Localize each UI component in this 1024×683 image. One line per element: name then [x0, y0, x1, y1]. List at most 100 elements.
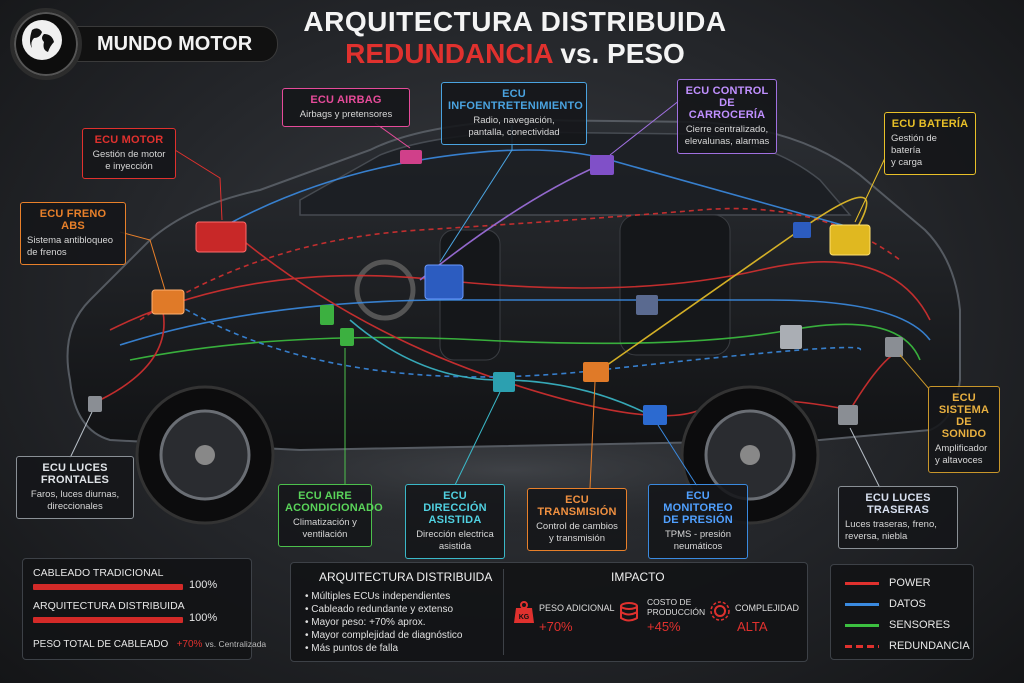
coins-icon	[620, 602, 638, 622]
front-wheel	[135, 385, 275, 525]
steering-wheel	[354, 259, 416, 321]
distributed-list: • Múltiples ECUs independientes • Cablea…	[305, 590, 462, 655]
ecu-bateria-desc-2: y carga	[891, 157, 923, 168]
ecu-info-desc-1: Radio, navegación,	[473, 115, 555, 126]
ecu-aire-module	[320, 305, 334, 325]
list-item-text: Más puntos de falla	[311, 643, 398, 654]
ecu-traseras-desc-2: reversa, niebla	[845, 531, 908, 542]
ecu-frontales-module	[88, 396, 102, 412]
complejidad-label: COMPLEJIDAD	[735, 603, 800, 613]
ecu-airbag-title: ECU AIRBAG	[310, 94, 382, 106]
ecu-aire-title-2: ACONDICIONADO	[285, 502, 383, 514]
list-item: • Mayor peso: +70% aprox.	[305, 617, 426, 628]
ecu-motor-module	[195, 221, 247, 253]
ecu-direccion-module	[493, 372, 515, 392]
peso-value: +70%	[539, 619, 573, 634]
list-item: • Múltiples ECUs independientes	[305, 591, 451, 602]
ecu-carroceria-module	[590, 155, 614, 175]
ecu-aire-title-1: ECU AIRE	[298, 490, 352, 502]
ecu-traseras-title: ECU LUCES TRASERAS	[865, 492, 931, 516]
list-item: • Más puntos de falla	[305, 643, 398, 654]
ecu-transmision-desc-2: y transmisión	[549, 533, 605, 544]
kg-text: KG	[519, 614, 530, 621]
ecu-info-desc: Radio, navegación,pantalla, conectividad	[448, 115, 580, 139]
ecu-transmision-title: ECU TRANSMISIÓN	[537, 494, 617, 518]
weight-icon: KG	[514, 601, 534, 623]
legend-label-redundancia: REDUNDANCIA	[889, 640, 970, 652]
list-item-text: Cableado redundante y extenso	[311, 604, 454, 615]
ecu-abs-title: ECU FRENO ABS	[39, 208, 107, 232]
ecu-motor-desc-2: e inyección	[105, 161, 153, 172]
legend-label-datos: DATOS	[889, 598, 926, 610]
weight-suffix: vs. Centralizada	[205, 639, 267, 649]
traditional-pct: 100%	[189, 579, 218, 591]
ecu-direccion-title-2: ASISTIDA	[428, 514, 482, 526]
ecu-presion-title-1: ECU MONITOREO	[663, 490, 733, 514]
ecu-traseras-label: ECU LUCES TRASERAS Luces traseras, freno…	[838, 486, 958, 549]
ecu-direccion-desc-2: asistida	[438, 541, 472, 552]
ecu-aire-desc-2: ventilación	[302, 529, 348, 540]
distributed-title: ARQUITECTURA DISTRIBUIDA	[319, 570, 493, 584]
ecu-blue-module	[793, 222, 811, 238]
ecu-sonido-module	[885, 337, 903, 357]
comparison-panel: CABLEADO TRADICIONAL 100% ARQUITECTURA D…	[22, 558, 266, 660]
rear-seat	[619, 214, 731, 356]
list-item: • Cableado redundante y extenso	[305, 604, 454, 615]
ecu-frontales-label: ECU LUCES FRONTALES Faros, luces diurnas…	[16, 456, 134, 519]
ecu-sonido-title-1: ECU SISTEMA	[938, 392, 990, 416]
ecu-frontales-desc-1: Faros, luces diurnas,	[30, 489, 120, 500]
subtitle-highlight: REDUNDANCIA	[345, 38, 553, 69]
ecu-airbag-desc: Airbags y pretensores	[299, 109, 393, 120]
legend-swatch-sensores	[845, 624, 879, 627]
ecu-motor-title: ECU MOTOR	[94, 134, 164, 146]
costo-label-2: PRODUCCIÓN	[647, 607, 706, 617]
brand-name: MUNDO MOTOR	[60, 26, 278, 62]
leader-lines	[69, 99, 931, 489]
ecu-aire-module-2	[340, 328, 354, 346]
ecu-motor-desc-1: Gestión de motor	[92, 149, 166, 160]
weight-value: +70%	[176, 639, 203, 650]
distributed-impact-panel: ARQUITECTURA DISTRIBUIDA • Múltiples ECU…	[290, 562, 808, 662]
subtitle-rest: vs. PESO	[552, 38, 685, 69]
complejidad-value: ALTA	[737, 619, 768, 634]
ecu-frontales-title: ECU LUCES FRONTALES	[40, 462, 110, 486]
list-item-text: Mayor peso: +70% aprox.	[311, 617, 426, 628]
ecu-airbag-module	[400, 150, 422, 164]
ecu-direccion-desc-1: Dirección electrica	[416, 529, 494, 540]
ecu-sonido-desc-1: Amplificador	[935, 443, 988, 454]
costo-value: +45%	[647, 619, 681, 634]
ecu-carroceria-title-2: DE CARROCERÍA	[688, 97, 766, 121]
list-item-text: Múltiples ECUs independientes	[311, 591, 451, 602]
legend-swatch-redundancia	[845, 645, 879, 648]
list-item-text: Mayor complejidad de diagnóstico	[311, 630, 463, 641]
ecu-bateria-title: ECU BATERÍA	[891, 118, 969, 130]
costo-label-1: COSTO DE	[647, 597, 692, 607]
ecu-bateria-desc-1: Gestión de batería	[891, 133, 937, 156]
peso-label: PESO ADICIONAL	[539, 603, 615, 613]
legend-swatch-power	[845, 582, 879, 585]
distributed-label: ARQUITECTURA DISTRIBUIDA	[33, 600, 185, 612]
ecu-info-module	[424, 264, 464, 300]
ecu-airbag-label: ECU AIRBAG Airbags y pretensores	[282, 88, 410, 127]
ecu-presion-module	[643, 405, 667, 425]
legend-label-power: POWER	[889, 577, 931, 589]
traditional-bar	[33, 584, 183, 590]
ecu-frontales-desc-2: direccionales	[47, 501, 103, 512]
ecu-bateria-module	[829, 224, 871, 256]
